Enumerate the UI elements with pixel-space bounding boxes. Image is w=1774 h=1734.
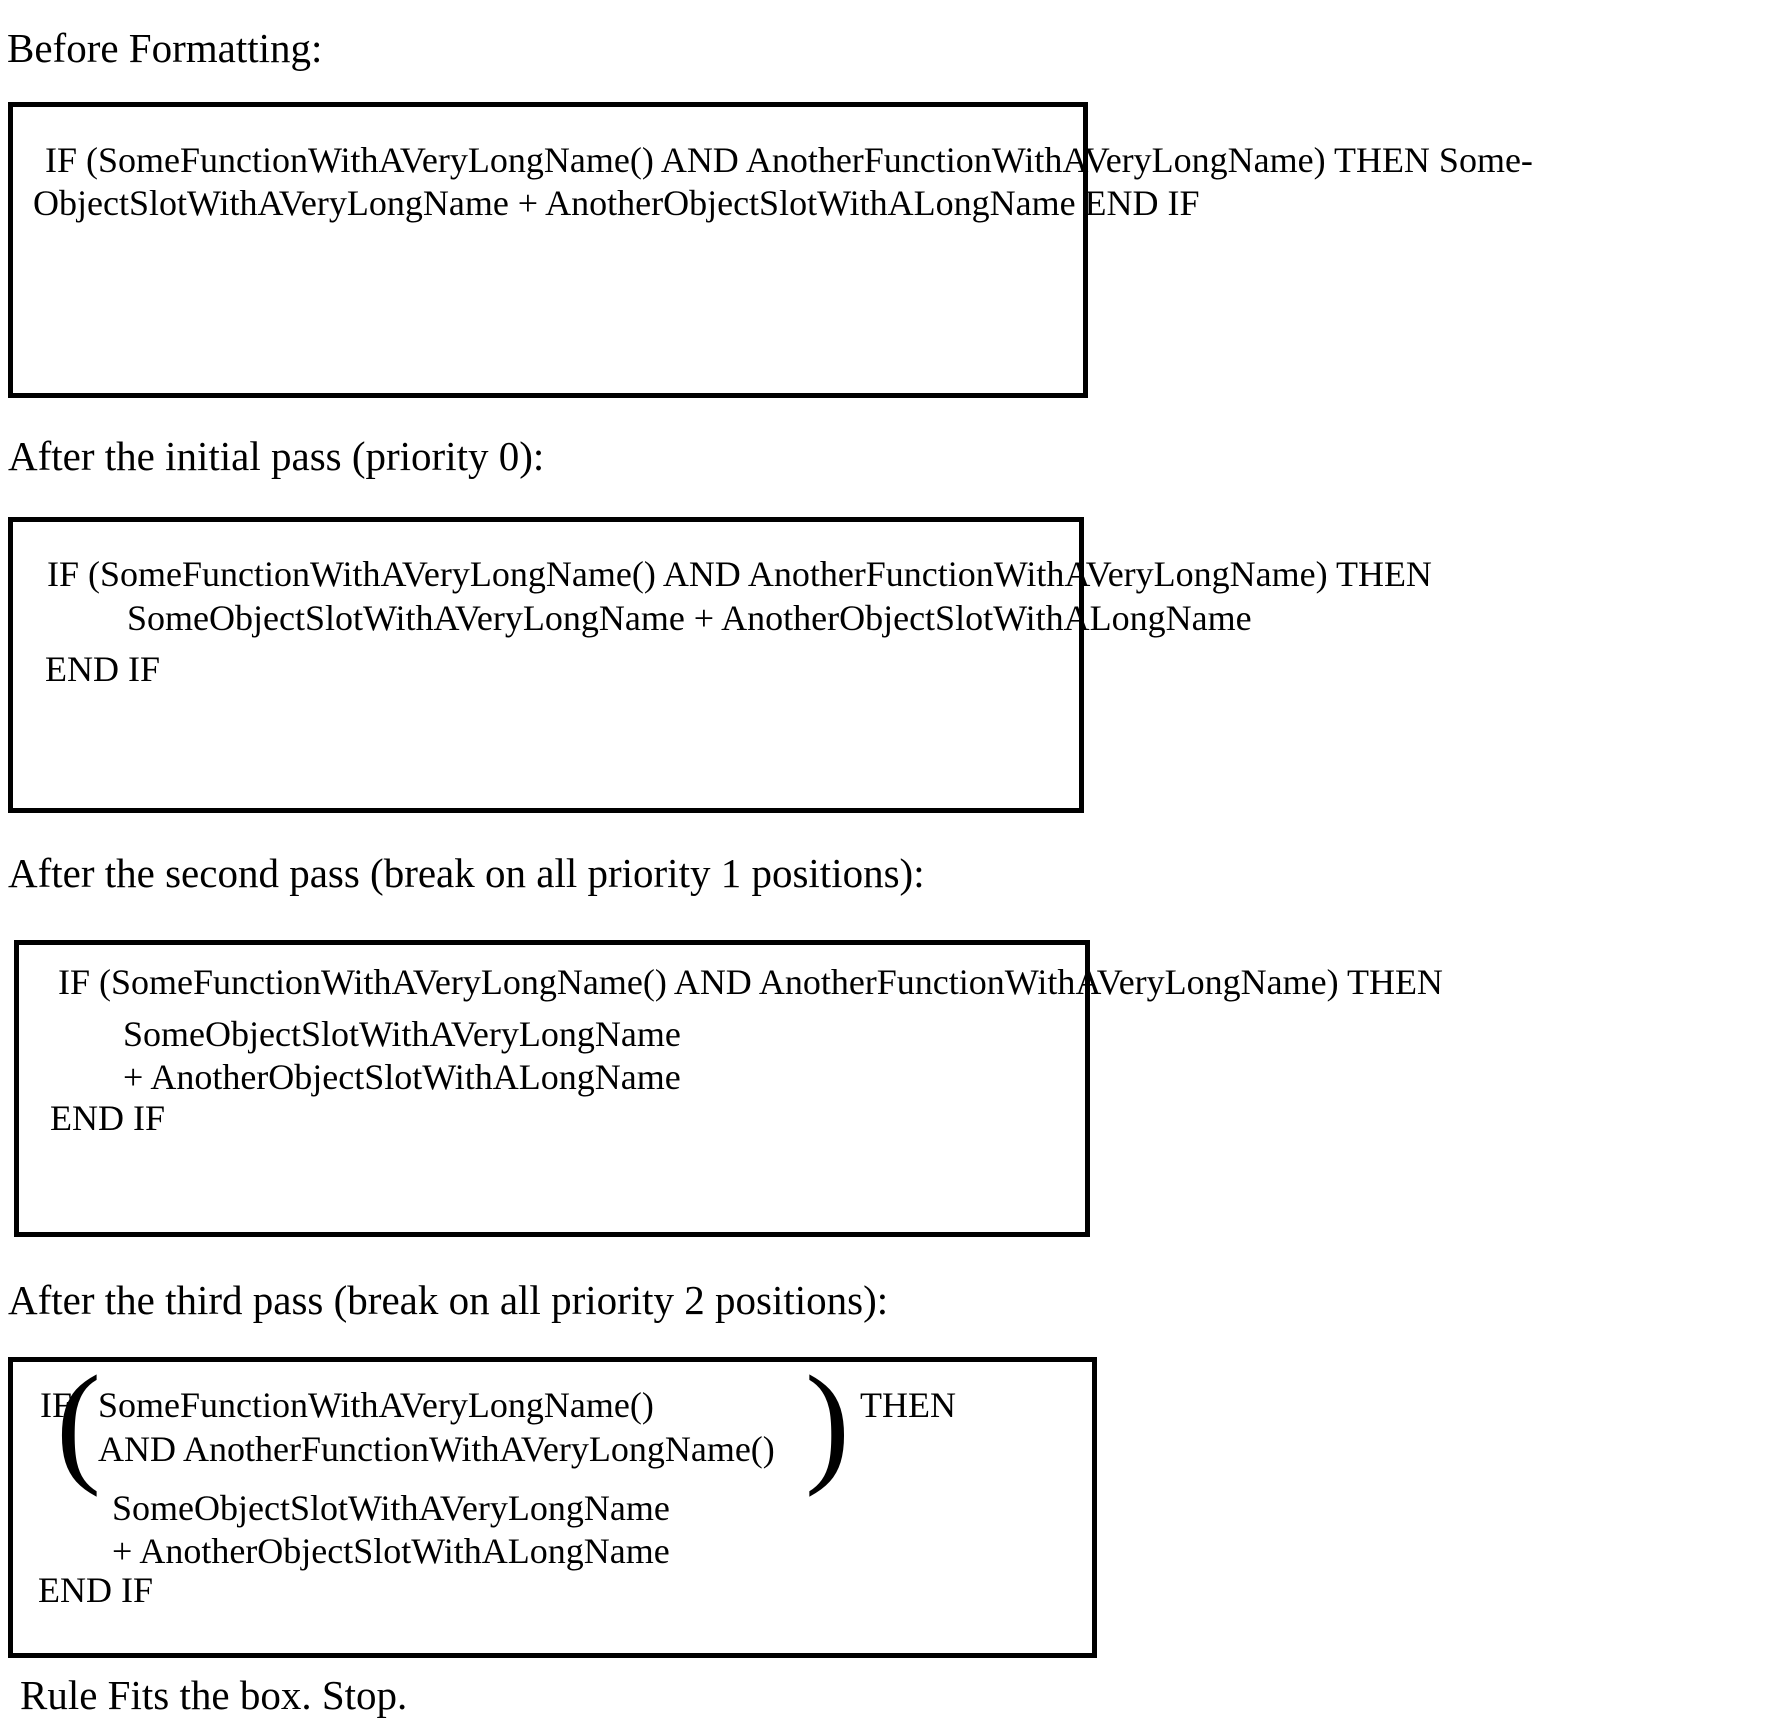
caption-initial-pass: After the initial pass (priority 0): (8, 433, 545, 479)
code-line-before-1: IF (SomeFunctionWithAVeryLongName() AND … (45, 140, 1533, 180)
condition-line-1: SomeFunctionWithAVeryLongName() (98, 1385, 654, 1425)
code-line-before-2: ObjectSlotWithAVeryLongName + AnotherObj… (33, 183, 1200, 223)
code-box-before (8, 102, 1088, 398)
code-line-second-2: SomeObjectSlotWithAVeryLongName (123, 1014, 681, 1054)
caption-third-pass: After the third pass (break on all prior… (8, 1277, 889, 1323)
keyword-endif: END IF (38, 1570, 153, 1610)
keyword-then: THEN (860, 1385, 956, 1425)
action-line-1: SomeObjectSlotWithAVeryLongName (112, 1488, 670, 1528)
code-line-second-1: IF (SomeFunctionWithAVeryLongName() AND … (58, 962, 1443, 1002)
caption-result: Rule Fits the box. Stop. (20, 1672, 408, 1718)
code-line-second-4: END IF (50, 1098, 165, 1138)
action-line-2: + AnotherObjectSlotWithALongName (112, 1531, 670, 1571)
code-box-third-pass (8, 1357, 1097, 1658)
caption-before-formatting: Before Formatting: (7, 25, 323, 71)
keyword-if: IF (40, 1385, 73, 1425)
code-line-second-3: + AnotherObjectSlotWithALongName (123, 1057, 681, 1097)
code-line-initial-2: SomeObjectSlotWithAVeryLongName + Anothe… (127, 598, 1252, 638)
code-box-initial-pass (8, 517, 1084, 813)
condition-line-2: AND AnotherFunctionWithAVeryLongName() (98, 1429, 775, 1469)
code-line-initial-3: END IF (45, 649, 160, 689)
big-open-paren: ( (56, 1349, 101, 1498)
code-box-second-pass (14, 940, 1090, 1237)
caption-second-pass: After the second pass (break on all prio… (8, 850, 925, 896)
code-line-initial-1: IF (SomeFunctionWithAVeryLongName() AND … (47, 554, 1432, 594)
big-close-paren: ) (805, 1349, 850, 1498)
